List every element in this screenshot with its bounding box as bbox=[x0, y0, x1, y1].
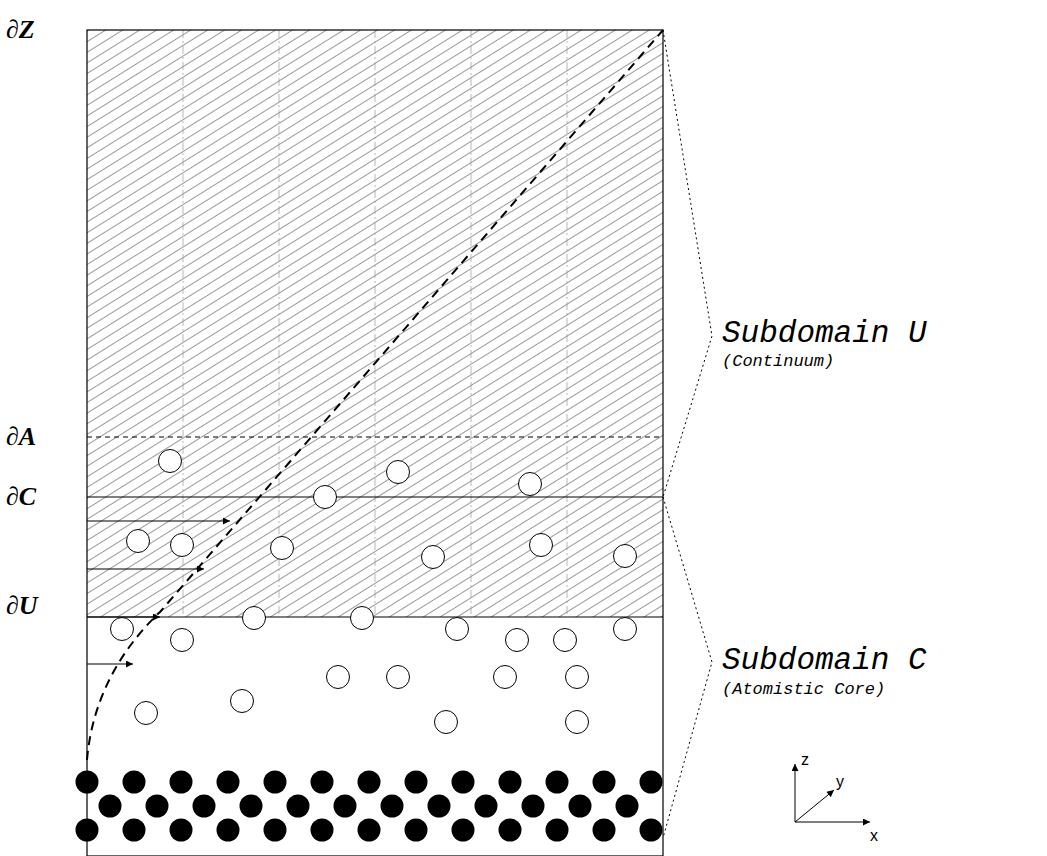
fluid-atom bbox=[171, 629, 194, 652]
fluid-atom bbox=[519, 473, 542, 496]
boundary-label: ∂Z bbox=[6, 17, 35, 43]
boundary-label: ∂U bbox=[6, 593, 38, 619]
axis-label: y bbox=[836, 774, 844, 790]
fluid-atom bbox=[387, 666, 410, 689]
fluid-atom bbox=[271, 537, 294, 560]
wall-atom bbox=[405, 771, 428, 794]
wall-atom bbox=[546, 771, 569, 794]
wall-atom bbox=[640, 819, 663, 842]
wall-atom bbox=[123, 819, 146, 842]
wall-atom bbox=[381, 795, 404, 818]
fluid-atom bbox=[243, 607, 266, 630]
wall-atom bbox=[311, 771, 334, 794]
fluid-atom bbox=[614, 618, 637, 641]
axis-label: x bbox=[870, 828, 878, 844]
wall-atom bbox=[311, 819, 334, 842]
wall-atom bbox=[76, 771, 99, 794]
fluid-atom bbox=[171, 534, 194, 557]
axis-label: z bbox=[801, 752, 809, 768]
wall-atom bbox=[264, 819, 287, 842]
subdomain-note: (Atomistic Core) bbox=[722, 681, 885, 698]
grid-lines bbox=[183, 30, 567, 617]
atoms bbox=[76, 450, 663, 842]
fluid-atom bbox=[314, 486, 337, 509]
wall-atom bbox=[475, 795, 498, 818]
fluid-atom bbox=[231, 690, 254, 713]
wall-atom bbox=[640, 771, 663, 794]
wall-atom bbox=[146, 795, 169, 818]
fluid-atom bbox=[494, 666, 517, 689]
wall-atom bbox=[76, 819, 99, 842]
wall-atom bbox=[99, 795, 122, 818]
fluid-atom bbox=[387, 461, 410, 484]
subdomain-note: (Continuum) bbox=[722, 353, 834, 370]
wall-atom bbox=[240, 795, 263, 818]
wall-atom bbox=[499, 819, 522, 842]
velocity-arrows bbox=[87, 521, 230, 664]
wall-atom bbox=[287, 795, 310, 818]
fluid-atom bbox=[554, 629, 577, 652]
boundary-c bbox=[87, 496, 663, 497]
wall-atom bbox=[170, 819, 193, 842]
wall-atom bbox=[358, 771, 381, 794]
bracket-lines bbox=[663, 30, 712, 838]
wall-atom bbox=[217, 819, 240, 842]
wall-atom bbox=[428, 795, 451, 818]
subdomain-label: Subdomain U bbox=[722, 318, 927, 349]
wall-atom bbox=[123, 771, 146, 794]
wall-atom bbox=[452, 771, 475, 794]
wall-atom bbox=[616, 795, 639, 818]
wall-atom bbox=[358, 819, 381, 842]
wall-atom bbox=[522, 795, 545, 818]
wall-atom bbox=[217, 771, 240, 794]
boundary-label: ∂C bbox=[6, 484, 36, 510]
fluid-atom bbox=[327, 666, 350, 689]
fluid-atom bbox=[159, 450, 182, 473]
wall-atom bbox=[546, 819, 569, 842]
fluid-atom bbox=[506, 629, 529, 652]
wall-atom bbox=[170, 771, 193, 794]
fluid-atom bbox=[566, 711, 589, 734]
wall-atom bbox=[499, 771, 522, 794]
wall-atom bbox=[193, 795, 216, 818]
boundary-label: ∂A bbox=[6, 424, 36, 450]
velocity-profile bbox=[87, 30, 663, 760]
fluid-atom bbox=[127, 530, 150, 553]
continuum-hatching bbox=[87, 30, 663, 617]
fluid-atom bbox=[351, 607, 374, 630]
wall-atom bbox=[334, 795, 357, 818]
fluid-atom bbox=[566, 666, 589, 689]
fluid-atom bbox=[135, 702, 158, 725]
subdomain-label: Subdomain C bbox=[722, 645, 927, 676]
domain-border bbox=[87, 30, 663, 856]
boundary-u bbox=[87, 616, 663, 617]
wall-atom bbox=[593, 819, 616, 842]
fluid-atom bbox=[446, 618, 469, 641]
fluid-atom bbox=[111, 618, 134, 641]
wall-atom bbox=[452, 819, 475, 842]
wall-atom bbox=[593, 771, 616, 794]
fluid-atom bbox=[435, 711, 458, 734]
wall-atom bbox=[405, 819, 428, 842]
fluid-atom bbox=[530, 534, 553, 557]
axes bbox=[795, 764, 870, 822]
wall-atom bbox=[569, 795, 592, 818]
boundary-a bbox=[87, 437, 663, 438]
wall-atom bbox=[264, 771, 287, 794]
fluid-atom bbox=[614, 545, 637, 568]
fluid-atom bbox=[422, 546, 445, 569]
